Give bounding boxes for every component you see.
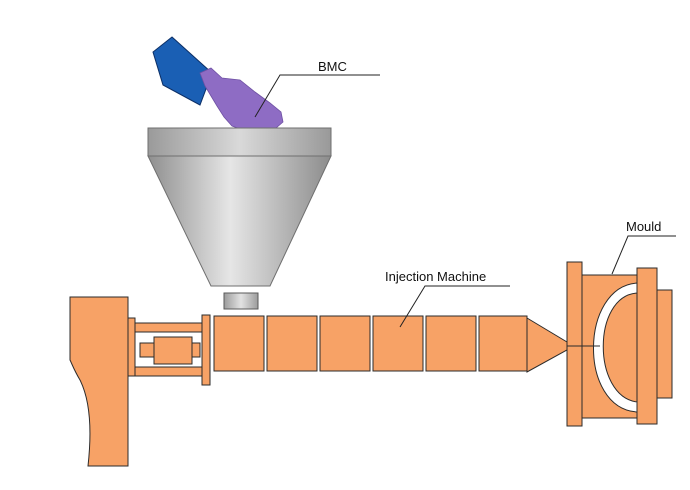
scoop-icon (152, 36, 213, 106)
injection-machine-label: Injection Machine (385, 269, 486, 284)
bmc-label: BMC (318, 59, 347, 74)
nozzle (526, 317, 568, 373)
mould (566, 261, 673, 427)
barrel-segment (266, 315, 318, 372)
bmc-leader-line (254, 74, 380, 118)
barrel-segment (319, 315, 371, 372)
drive-unit (127, 314, 211, 386)
hopper-throat (223, 292, 259, 310)
callout-lines (254, 74, 676, 328)
barrel-segment (213, 315, 265, 372)
barrel-segment (372, 315, 424, 372)
barrel (213, 315, 528, 372)
machine-base (69, 296, 129, 467)
bmc-material (199, 67, 284, 132)
hopper-cone (147, 155, 332, 287)
hopper (147, 127, 332, 310)
mould-label: Mould (626, 219, 661, 234)
injection-machine-leader-line (399, 285, 510, 328)
barrel-segment (478, 315, 528, 372)
mould-leader-line (611, 235, 676, 275)
hopper-rim (147, 127, 332, 157)
mould-cavity (593, 282, 638, 413)
barrel-segment (425, 315, 477, 372)
